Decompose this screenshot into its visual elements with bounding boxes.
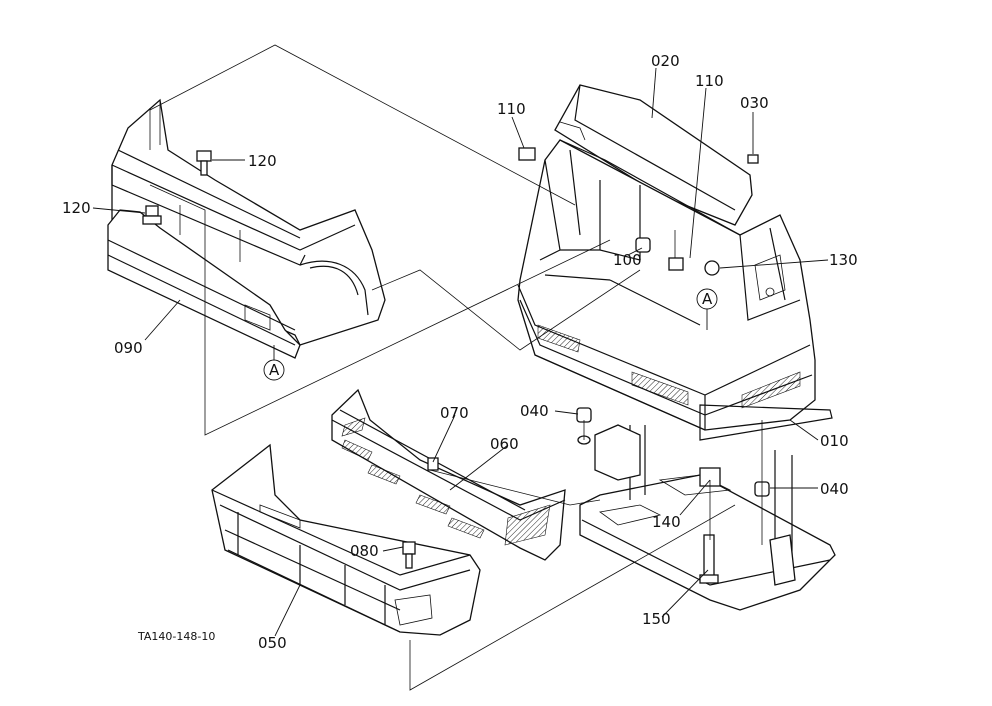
clip-110-right bbox=[668, 257, 684, 271]
label-120-top: 120 bbox=[248, 152, 277, 170]
label-080: 080 bbox=[350, 542, 379, 560]
label-150: 150 bbox=[642, 610, 671, 628]
label-110-right: 110 bbox=[695, 72, 724, 90]
label-030: 030 bbox=[740, 94, 769, 112]
vent-center bbox=[631, 371, 689, 406]
clip-070 bbox=[427, 457, 439, 471]
bolt-120-top bbox=[196, 150, 212, 176]
label-070: 070 bbox=[440, 404, 469, 422]
label-100: 100 bbox=[613, 251, 642, 269]
label-140: 140 bbox=[652, 513, 681, 531]
cushion-100 bbox=[635, 237, 651, 253]
label-020: 020 bbox=[651, 52, 680, 70]
label-120-left: 120 bbox=[62, 199, 91, 217]
label-ref-a-left: A bbox=[269, 361, 280, 379]
label-090: 090 bbox=[114, 339, 143, 357]
label-010: 010 bbox=[820, 432, 849, 450]
label-050: 050 bbox=[258, 634, 287, 652]
label-040-right: 040 bbox=[820, 480, 849, 498]
vent-right bbox=[741, 371, 801, 409]
bolt-120-left bbox=[142, 205, 162, 225]
assembly-lines bbox=[149, 44, 763, 691]
callout-labels: 020 110 110 030 120 120 100 130 090 A A … bbox=[62, 52, 858, 652]
label-060: 060 bbox=[490, 435, 519, 453]
label-ref-a-right: A bbox=[702, 290, 713, 308]
label-040-left: 040 bbox=[520, 402, 549, 420]
clip-110-left bbox=[518, 147, 536, 161]
vent-left bbox=[537, 324, 581, 353]
bumper-frame-050 bbox=[211, 443, 481, 636]
drawing-code: TA140-148-10 bbox=[137, 630, 215, 643]
label-110-left: 110 bbox=[497, 100, 526, 118]
label-130: 130 bbox=[829, 251, 858, 269]
bolt-150 bbox=[699, 534, 719, 584]
bolt-030 bbox=[747, 154, 759, 164]
bolt-130 bbox=[704, 260, 720, 276]
leader-lines bbox=[92, 67, 829, 637]
front-grille-assembly bbox=[107, 98, 386, 359]
bolt-080 bbox=[402, 541, 416, 569]
